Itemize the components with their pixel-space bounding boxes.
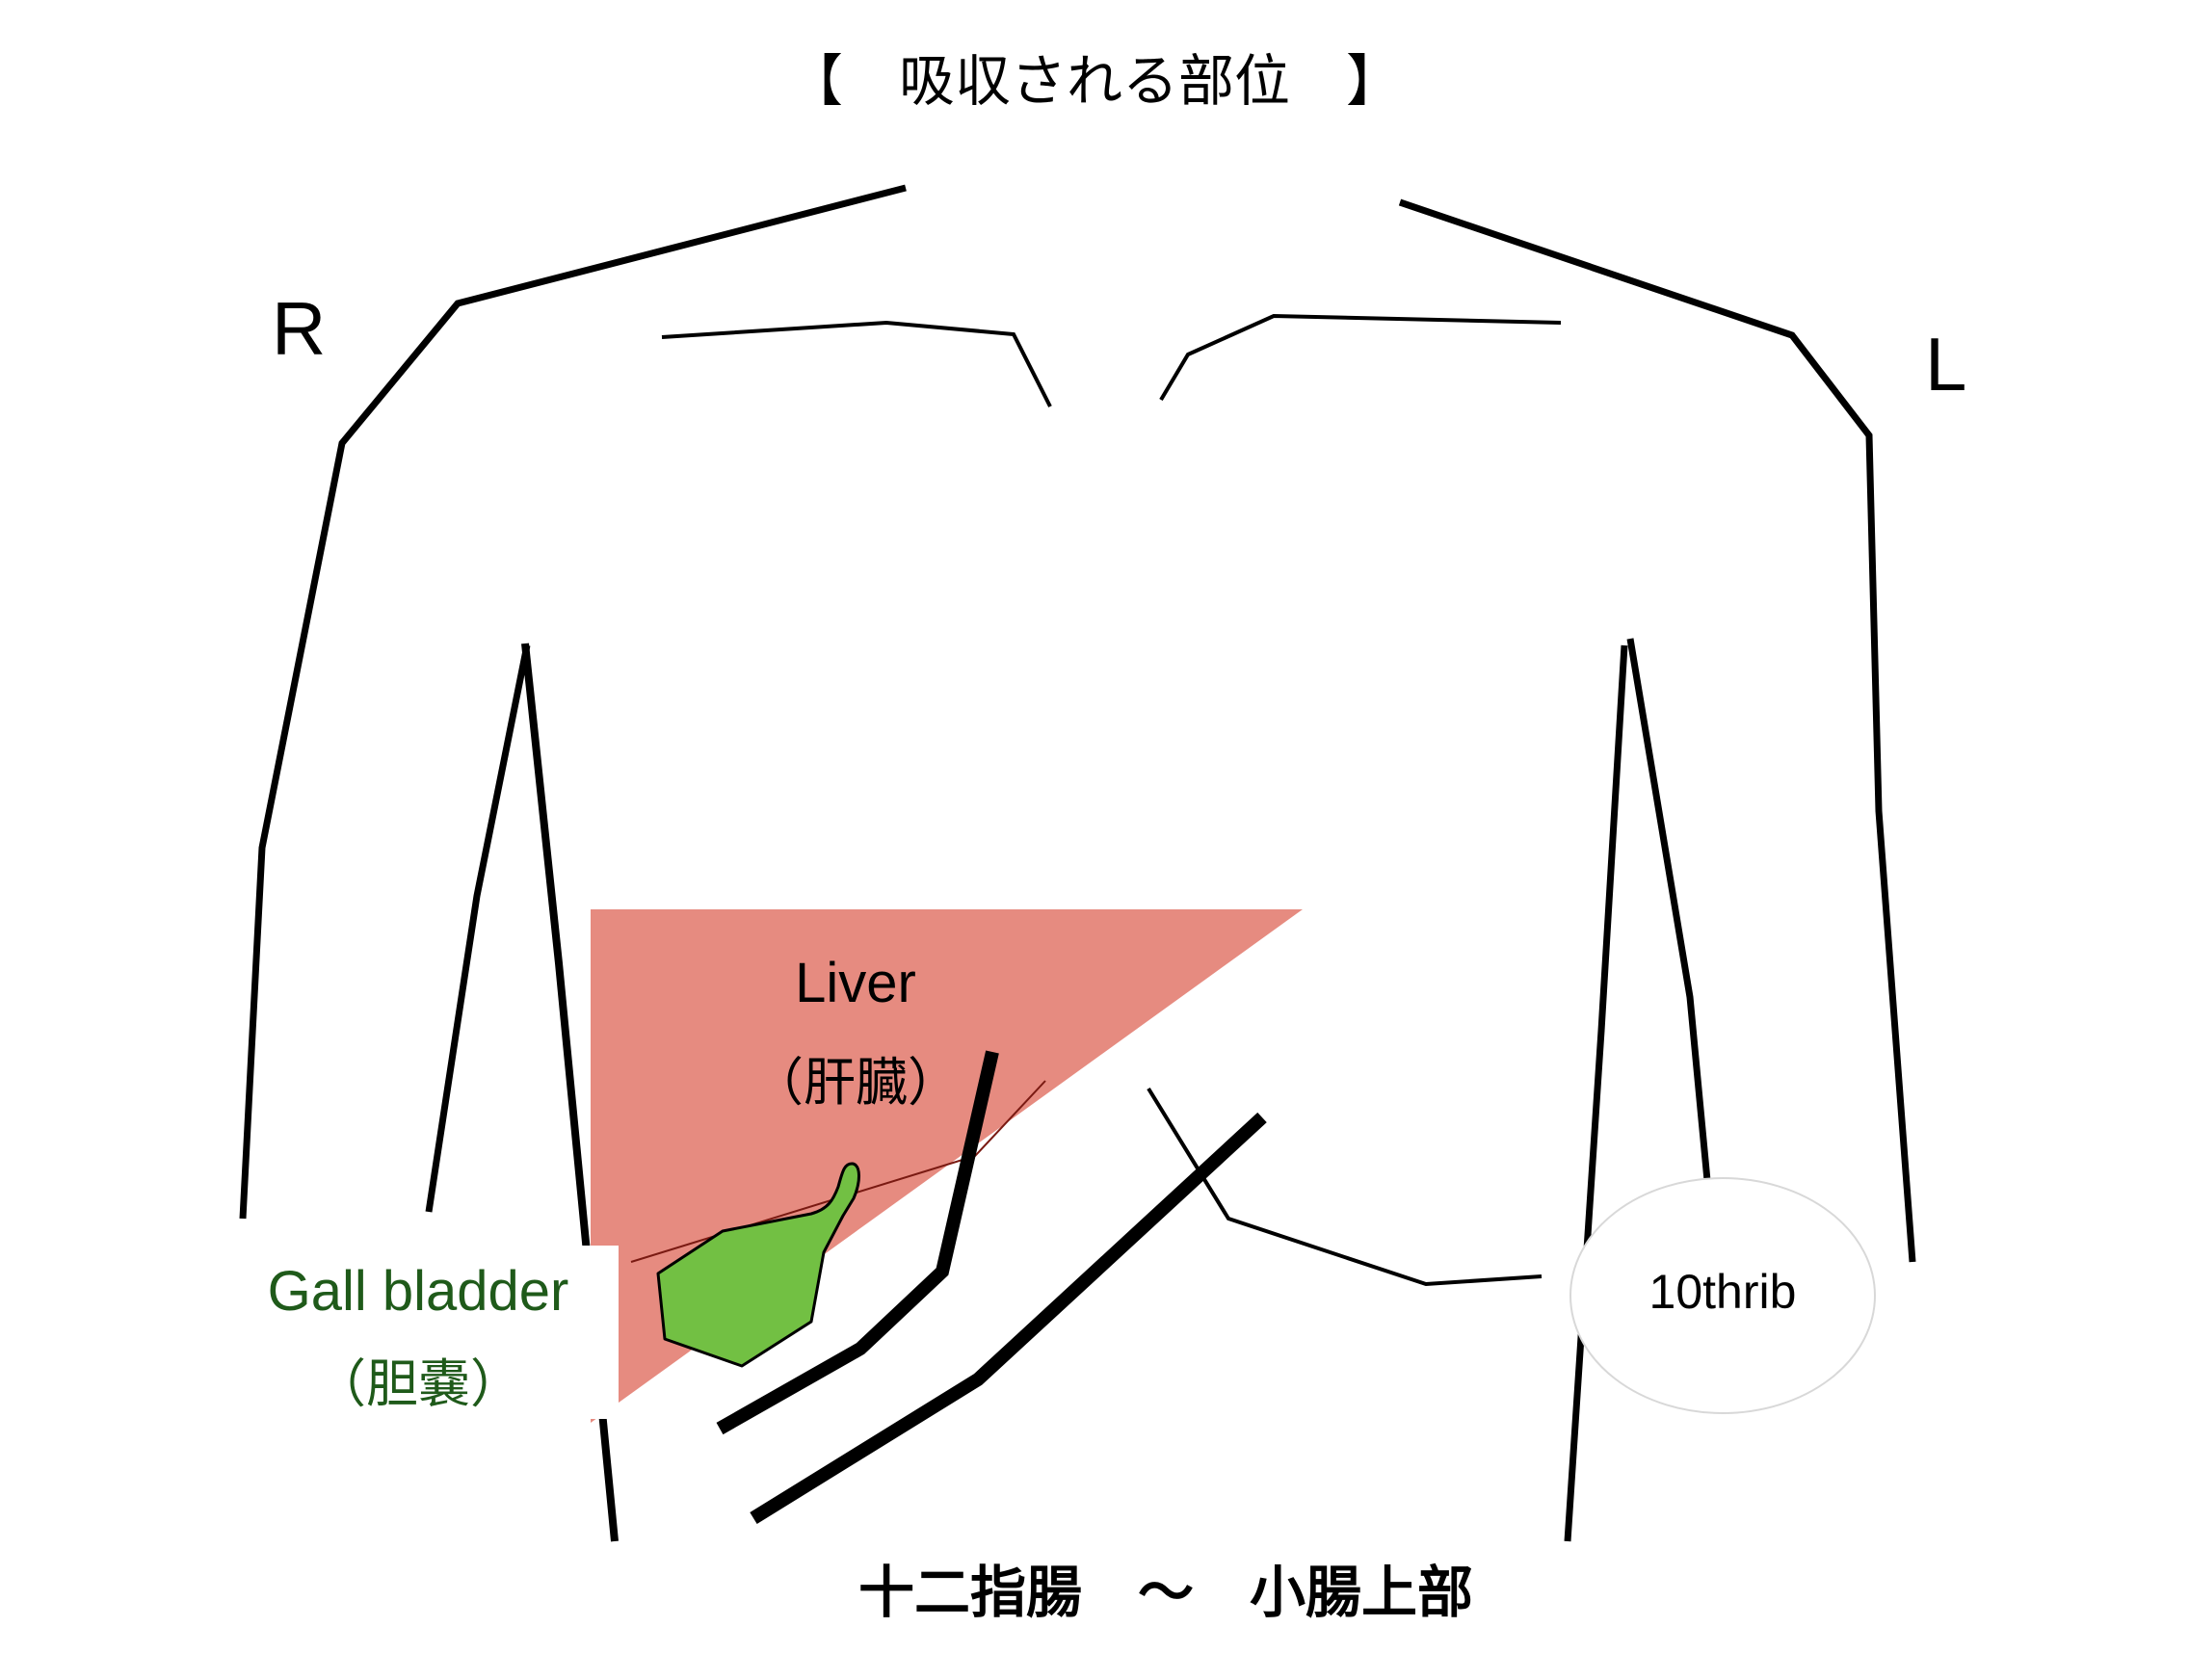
absorption-site-label: 十二指腸 ～ 小腸上部 xyxy=(858,1562,1473,1624)
stomach-outline xyxy=(1147,1087,1543,1287)
liver-label: Liver xyxy=(795,952,916,1014)
right-side-label: R xyxy=(272,286,326,371)
left-side-label: L xyxy=(1925,322,1966,407)
right-clavicle xyxy=(661,320,1052,407)
right-torso-line xyxy=(425,644,531,1213)
rib-callout-bubble xyxy=(1569,1177,1876,1414)
left-rib-line-inner xyxy=(1564,644,1628,1542)
page-title: 【 吸収される部位 】 xyxy=(787,50,1402,113)
liver-label-jp: （肝臓） xyxy=(752,1054,960,1112)
right-shoulder-outline xyxy=(239,184,907,1220)
gallbladder-label-backdrop xyxy=(222,1246,619,1419)
rib-label: 10thrib xyxy=(1649,1265,1797,1319)
left-shoulder-outline xyxy=(1398,198,1916,1263)
left-clavicle xyxy=(1159,313,1562,402)
gallbladder-label: Gall bladder xyxy=(268,1260,569,1323)
gallbladder-label-jp: （胆嚢） xyxy=(314,1355,522,1413)
duodenum-line xyxy=(716,1050,999,1435)
small-intestine-line xyxy=(750,1112,1267,1524)
left-rib-line-outer xyxy=(1626,638,1712,1192)
gallbladder-shape xyxy=(656,1162,860,1368)
